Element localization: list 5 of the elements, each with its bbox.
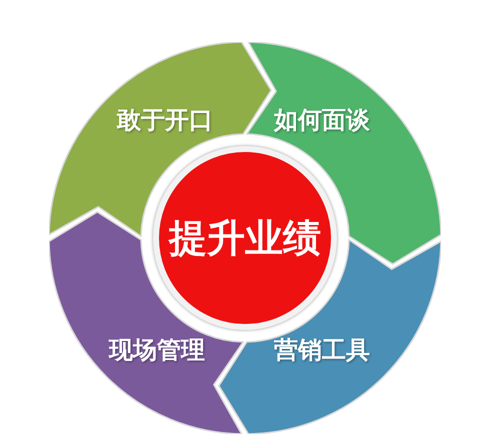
segment-label: 如何面谈 (274, 105, 370, 136)
segment-label: 营销工具 (274, 335, 370, 366)
segment-label: 敢于开口 (117, 105, 213, 136)
center-circle: 提升业绩 (153, 146, 337, 330)
segment-label: 现场管理 (109, 335, 205, 366)
